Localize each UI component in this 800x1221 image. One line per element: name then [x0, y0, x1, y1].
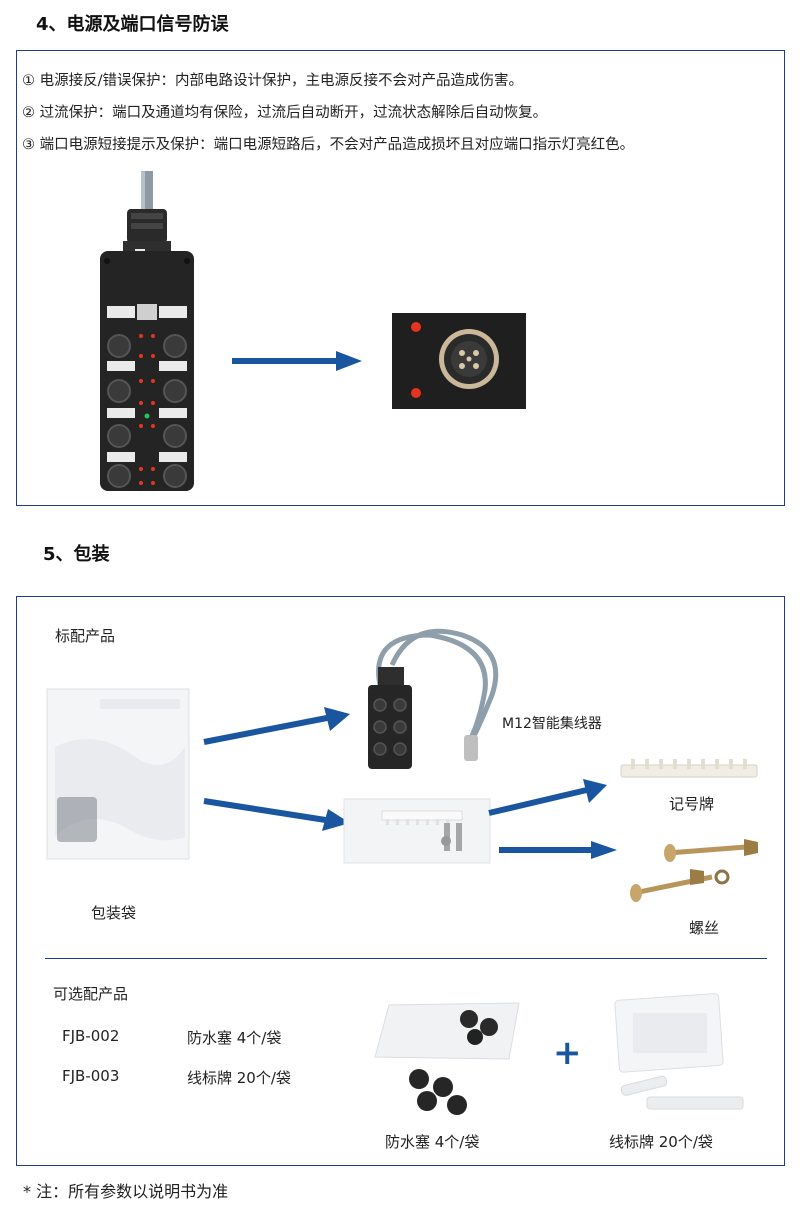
plus-icon: + — [553, 1033, 582, 1073]
plug-caption: 防水塞 4个/袋 — [385, 1133, 480, 1151]
arrow-to-accessory-bag-icon — [202, 797, 352, 833]
arrow-to-tag-icon — [487, 777, 609, 817]
marker-tag-image — [619, 759, 759, 785]
arrow-right-icon — [232, 351, 362, 371]
feature-item-2: ② 过流保护：端口及通道均有保险，过流后自动断开，过流状态解除后自动恢复。 — [22, 105, 548, 121]
optional-item-desc-1: 防水塞 4个/袋 — [187, 1029, 282, 1047]
screws-image — [622, 833, 762, 907]
section4-title: 4、电源及端口信号防误 — [36, 14, 229, 35]
feature-item-1: ① 电源接反/错误保护：内部电路设计保护，主电源反接不会对产品造成伤害。 — [22, 73, 523, 89]
marker-caption: 线标牌 20个/袋 — [609, 1133, 713, 1151]
bag-label: 包装袋 — [91, 904, 137, 922]
distributor-box-image — [97, 171, 197, 491]
hub-label: M12智能集线器 — [502, 716, 602, 732]
standard-products-heading: 标配产品 — [55, 627, 116, 645]
section5-title: 5、包装 — [43, 544, 110, 565]
tag-label: 记号牌 — [669, 795, 715, 813]
arrow-to-hub-icon — [202, 707, 352, 747]
accessory-bag-image — [342, 797, 492, 865]
section-divider — [45, 958, 767, 959]
packaging-bag-image — [45, 687, 191, 861]
optional-item-code-2: FJB-003 — [62, 1067, 120, 1085]
optional-products-heading: 可选配产品 — [53, 985, 129, 1003]
optional-item-code-1: FJB-002 — [62, 1027, 120, 1045]
section5-frame: 标配产品 包装袋 — [16, 596, 785, 1166]
arrow-to-screws-icon — [499, 841, 617, 861]
screw-label: 螺丝 — [689, 919, 720, 937]
optional-item-desc-2: 线标牌 20个/袋 — [187, 1069, 291, 1087]
section4-frame: ① 电源接反/错误保护：内部电路设计保护，主电源反接不会对产品造成伤害。 ② 过… — [16, 50, 785, 506]
connector-closeup-image — [392, 313, 526, 409]
footnote: * 注：所有参数以说明书为准 — [23, 1182, 229, 1201]
waterproof-plug-image — [369, 997, 521, 1119]
m12-hub-image — [352, 625, 512, 770]
wire-marker-image — [607, 989, 747, 1117]
feature-item-3: ③ 端口电源短接提示及保护：端口电源短路后，不会对产品造成损坏且对应端口指示灯亮… — [22, 137, 635, 153]
